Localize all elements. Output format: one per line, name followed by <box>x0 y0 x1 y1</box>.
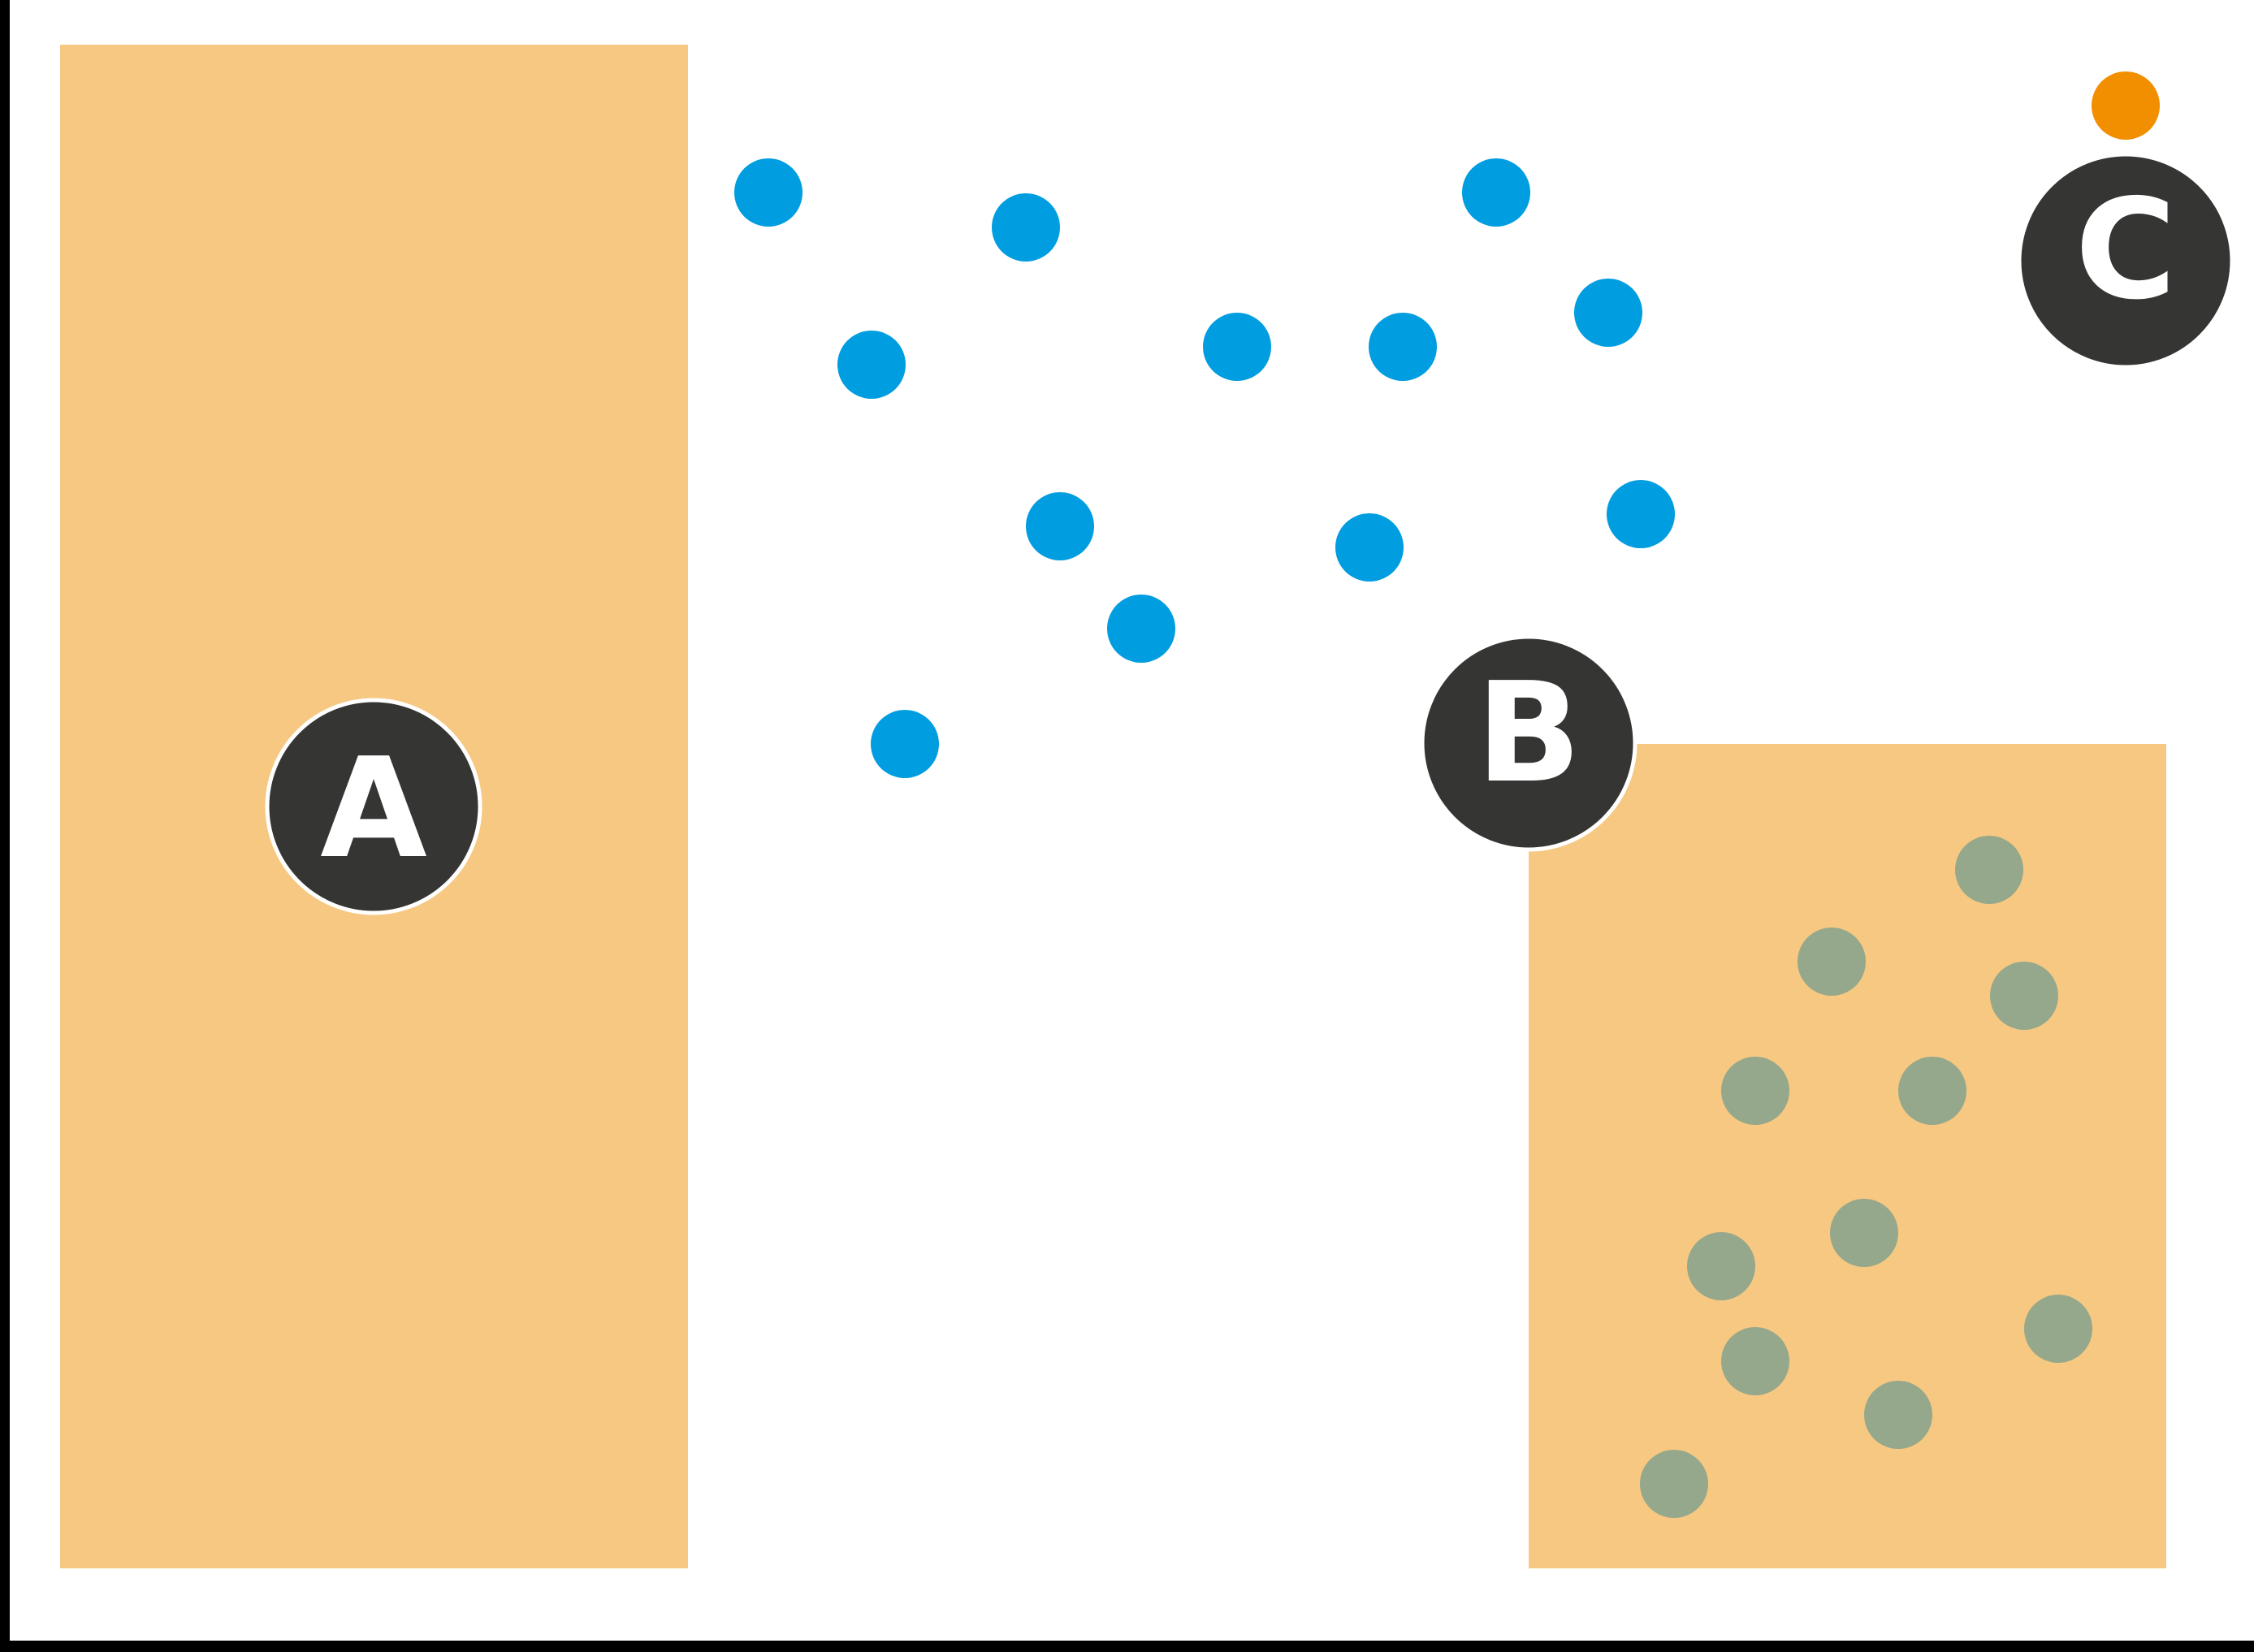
blue-point-8 <box>1026 492 1094 560</box>
blue-point-2 <box>992 193 1060 262</box>
region-b <box>1529 744 2166 1568</box>
blue-point-7 <box>1574 279 1642 347</box>
blue-point-5 <box>1203 313 1271 381</box>
green-point-group <box>1640 836 2092 1518</box>
orange-point-1 <box>2092 71 2160 140</box>
green-point-6 <box>1830 1199 1898 1267</box>
marker-b: B <box>1420 634 1638 852</box>
bottom-frame-border <box>0 1641 2254 1652</box>
blue-point-12 <box>871 710 939 778</box>
green-point-9 <box>1721 1327 1789 1395</box>
blue-point-6 <box>1369 313 1437 381</box>
green-point-8 <box>2024 1295 2092 1363</box>
blue-point-9 <box>1335 513 1404 582</box>
blue-point-1 <box>734 158 803 227</box>
marker-a: A <box>265 698 482 915</box>
blue-point-11 <box>1107 595 1175 663</box>
green-point-1 <box>1955 836 2023 904</box>
blue-point-3 <box>1462 158 1530 227</box>
blue-point-group <box>734 158 1675 778</box>
green-point-5 <box>1898 1057 1966 1125</box>
green-point-7 <box>1687 1232 1755 1300</box>
green-point-10 <box>1864 1381 1932 1449</box>
green-point-4 <box>1721 1057 1789 1125</box>
left-frame-border <box>0 0 10 1652</box>
green-point-2 <box>1798 928 1866 996</box>
marker-c: C <box>2017 152 2235 370</box>
marker-b-circle <box>1420 634 1638 852</box>
orange-point-group <box>2092 71 2160 140</box>
marker-a-circle <box>265 698 482 915</box>
green-point-11 <box>1640 1450 1708 1518</box>
blue-point-4 <box>837 331 906 399</box>
green-point-3 <box>1990 962 2058 1030</box>
marker-c-label: C <box>2075 170 2177 331</box>
marker-a-label: A <box>320 729 427 889</box>
blue-point-10 <box>1607 480 1675 548</box>
marker-c-circle <box>2017 152 2235 370</box>
marker-b-label: B <box>1476 653 1581 814</box>
